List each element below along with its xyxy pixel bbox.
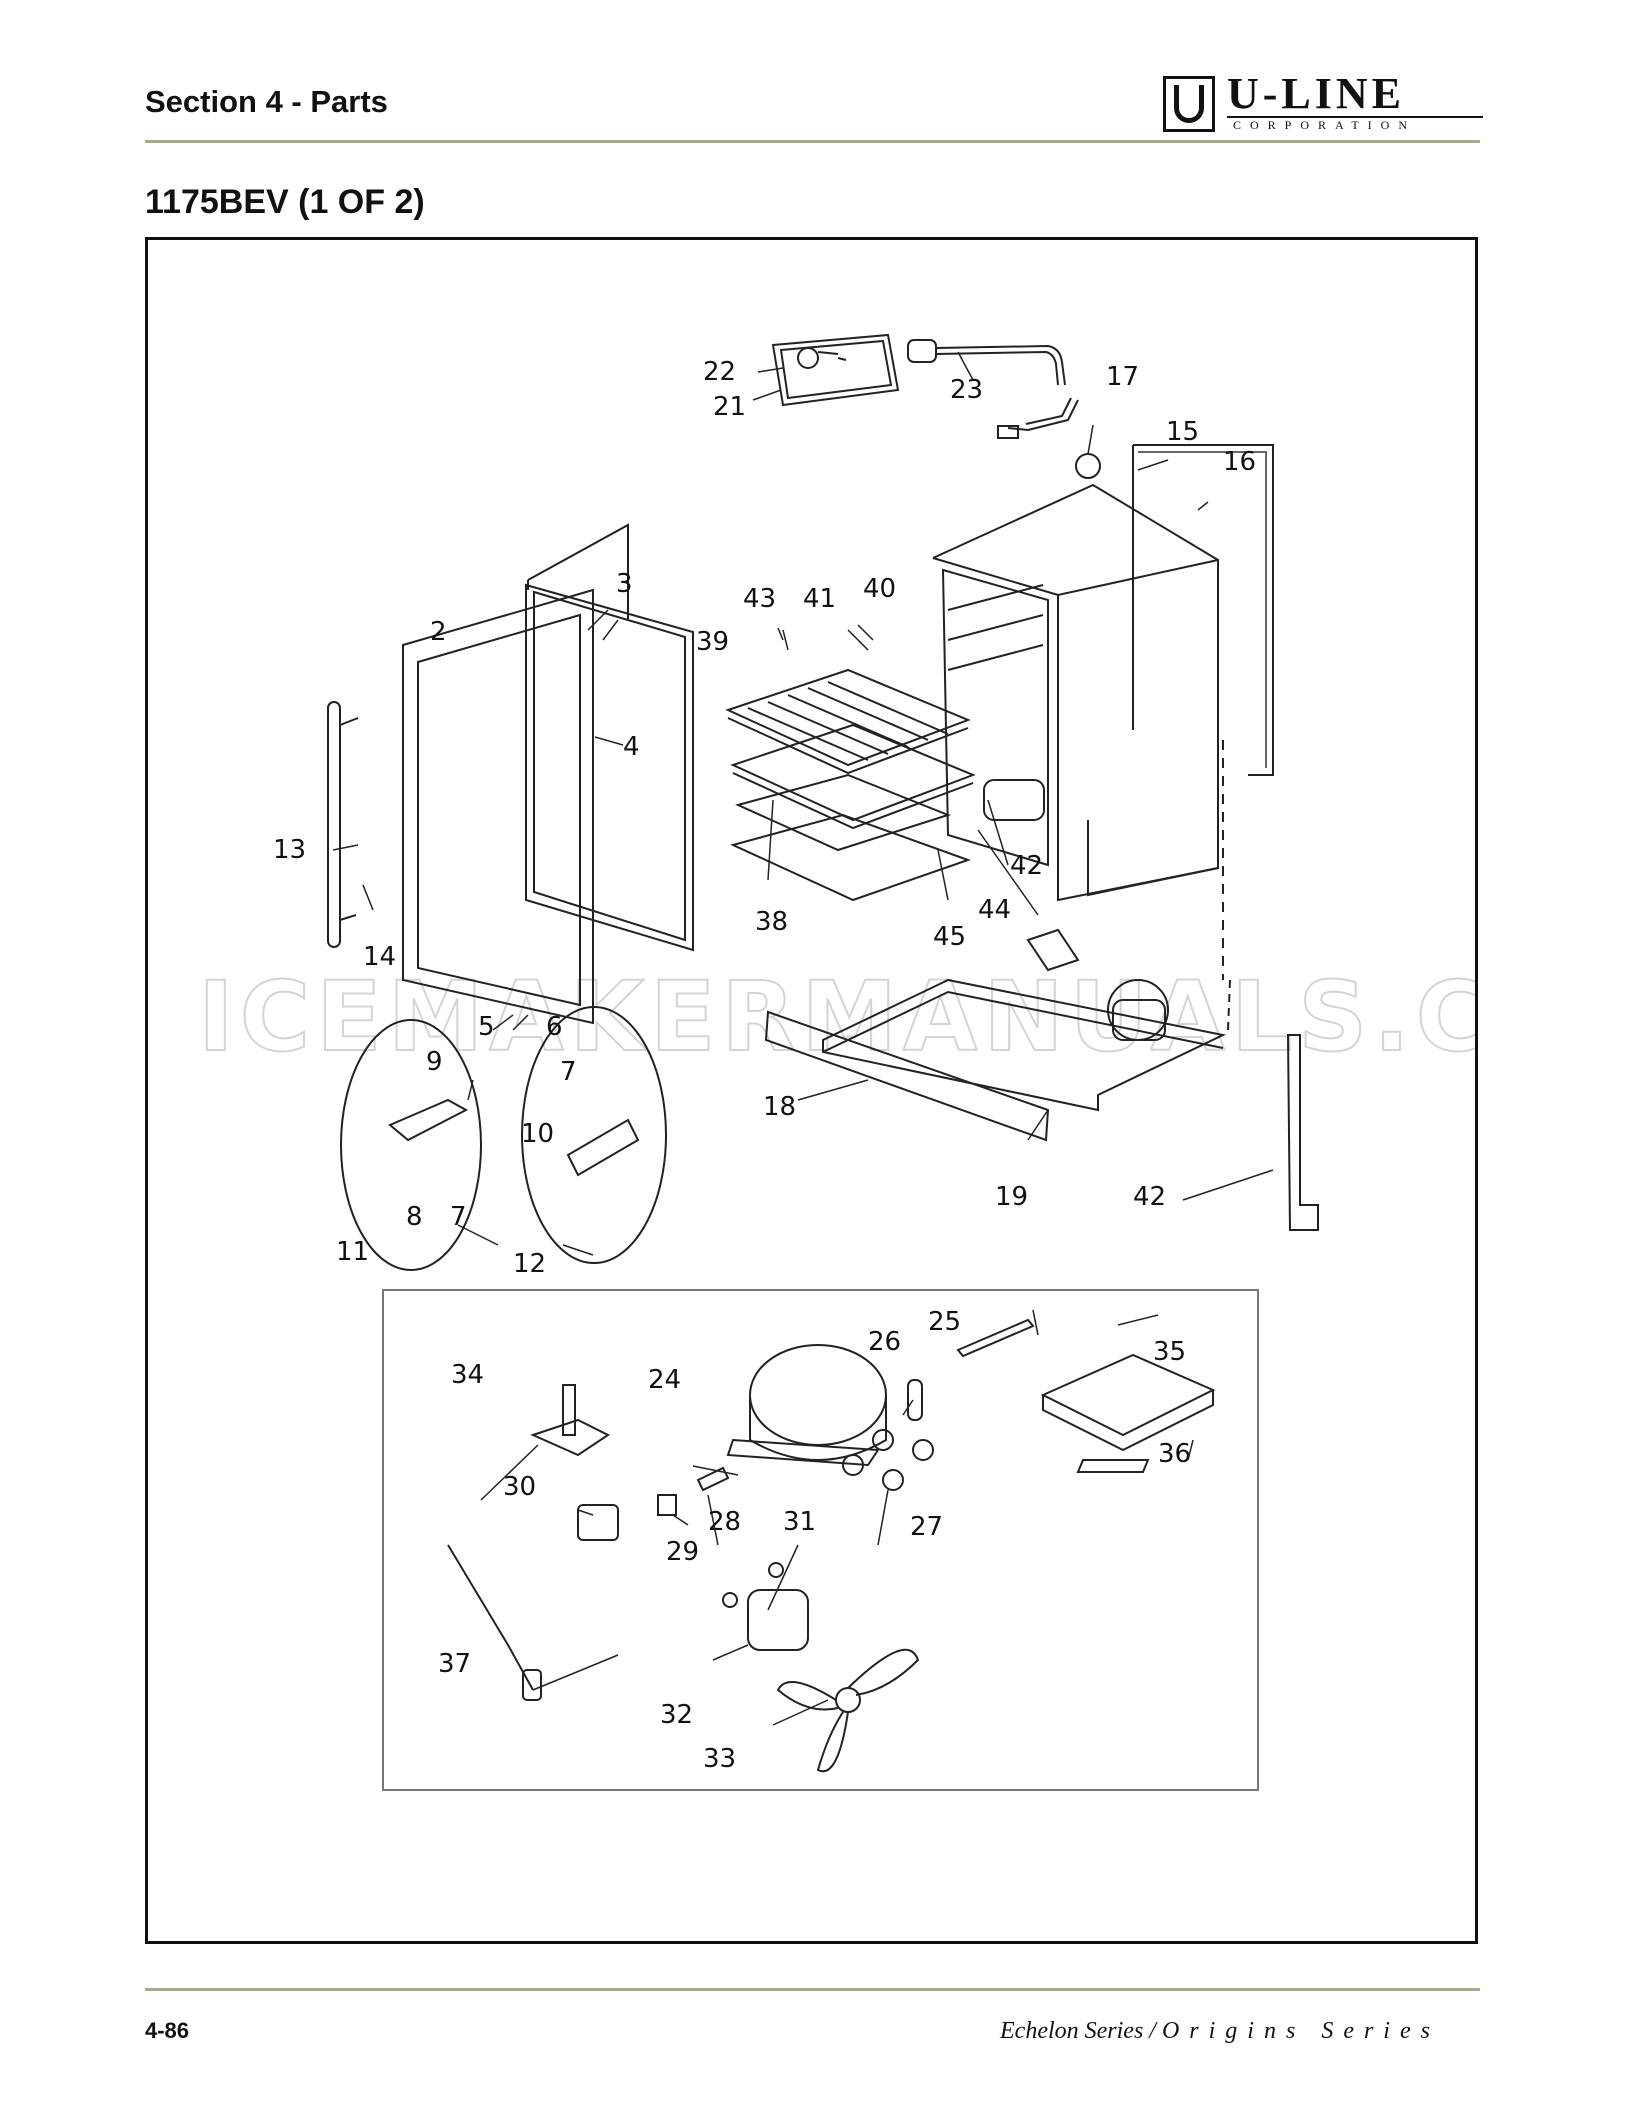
- grommets: [842, 1429, 934, 1491]
- exploded-parts-diagram: ICEMAKERMANUALS.COM: [145, 237, 1478, 1944]
- callout-19: 19: [995, 1182, 1028, 1212]
- series-footer: Echelon Series / Origins Series: [1000, 2018, 1440, 2045]
- callout-25: 25: [928, 1307, 961, 1337]
- callout-7b: 7: [450, 1202, 467, 1232]
- callout-45: 45: [933, 922, 966, 952]
- parts-inset-box: [382, 1289, 1259, 1791]
- side-bracket: [1286, 1034, 1319, 1231]
- fan-blade: [776, 1648, 920, 1773]
- series-echelon: Echelon Series: [1000, 2018, 1144, 2044]
- callout-33: 33: [703, 1744, 736, 1774]
- leveling-leg: [530, 1384, 610, 1457]
- callout-44: 44: [978, 895, 1011, 925]
- callout-11: 11: [336, 1237, 369, 1267]
- grommet: [1075, 453, 1101, 479]
- header-rule: [145, 140, 1480, 143]
- callout-42b: 42: [1133, 1182, 1166, 1212]
- callout-42a: 42: [1010, 851, 1043, 881]
- uline-logo: U-LINE CORPORATION: [1163, 72, 1483, 136]
- callout-38: 38: [755, 907, 788, 937]
- leader-lines: [332, 351, 1274, 1726]
- callout-6: 6: [546, 1012, 563, 1042]
- callout-21: 21: [713, 392, 746, 422]
- overload: [657, 1494, 677, 1516]
- door-gasket: [525, 583, 694, 952]
- model-title: 1175BEV (1 OF 2): [145, 183, 425, 221]
- hinge-plate-right: [566, 1118, 640, 1177]
- capillary-tube: [956, 1318, 1035, 1358]
- kick-plate: [764, 1010, 1050, 1142]
- callout-36: 36: [1158, 1439, 1191, 1469]
- callout-22: 22: [703, 357, 736, 387]
- hinge-plate-left: [388, 1098, 469, 1142]
- callout-3: 3: [616, 569, 633, 599]
- base-platform: [822, 928, 1227, 1112]
- callout-39: 39: [696, 627, 729, 657]
- callout-10: 10: [521, 1119, 554, 1149]
- callout-12: 12: [513, 1249, 546, 1279]
- series-origins: Origins Series: [1161, 2018, 1440, 2044]
- cabinet: [932, 483, 1219, 902]
- back-panel: [1132, 444, 1274, 776]
- callout-27: 27: [910, 1512, 943, 1542]
- wine-shelves: [725, 668, 976, 902]
- callout-15: 15: [1166, 417, 1199, 447]
- compressor: [726, 1344, 887, 1467]
- callout-35: 35: [1153, 1337, 1186, 1367]
- door-frame: [402, 523, 629, 1025]
- callout-32: 32: [660, 1700, 693, 1730]
- callout-43: 43: [743, 584, 776, 614]
- callout-28: 28: [708, 1507, 741, 1537]
- series-separator: /: [1149, 2018, 1156, 2044]
- callout-7a: 7: [560, 1057, 577, 1087]
- callout-37: 37: [438, 1649, 471, 1679]
- wire-harness: [907, 339, 1079, 439]
- callout-2: 2: [430, 617, 447, 647]
- page-number: 4-86: [145, 2018, 190, 2043]
- terminal-cover: [696, 1466, 730, 1492]
- callout-9: 9: [426, 1047, 443, 1077]
- lamp-assembly: [771, 333, 900, 407]
- callout-13: 13: [273, 835, 306, 865]
- drain-pan: [1040, 1353, 1216, 1473]
- callout-30: 30: [503, 1472, 536, 1502]
- callout-34: 34: [451, 1360, 484, 1390]
- hinge-detail-left: [340, 1019, 482, 1271]
- power-cord: [447, 1544, 542, 1701]
- start-relay: [577, 1504, 619, 1541]
- hinge-detail-right: [521, 1006, 667, 1264]
- callout-23: 23: [950, 375, 983, 405]
- callout-5: 5: [478, 1012, 495, 1042]
- logo-subtitle: CORPORATION: [1233, 118, 1417, 132]
- callout-4: 4: [623, 732, 640, 762]
- uline-logo-mark: [1163, 76, 1215, 132]
- section-title: Section 4 - Parts: [145, 84, 388, 119]
- callout-8: 8: [406, 1202, 423, 1232]
- fan-motor: [722, 1562, 809, 1651]
- door-handle: [327, 701, 359, 948]
- callout-41: 41: [803, 584, 836, 614]
- drier: [907, 1379, 923, 1421]
- logo-name: U-LINE: [1227, 69, 1406, 118]
- callout-26: 26: [868, 1327, 901, 1357]
- callout-24: 24: [648, 1365, 681, 1395]
- watermark-text: ICEMAKERMANUALS.COM: [198, 961, 1475, 1073]
- footer-rule: [145, 1988, 1480, 1991]
- callout-16: 16: [1223, 447, 1256, 477]
- callout-14: 14: [363, 942, 396, 972]
- callout-29: 29: [666, 1537, 699, 1567]
- callout-31: 31: [783, 1507, 816, 1537]
- callout-40: 40: [863, 574, 896, 604]
- callout-17: 17: [1106, 362, 1139, 392]
- callout-18: 18: [763, 1092, 796, 1122]
